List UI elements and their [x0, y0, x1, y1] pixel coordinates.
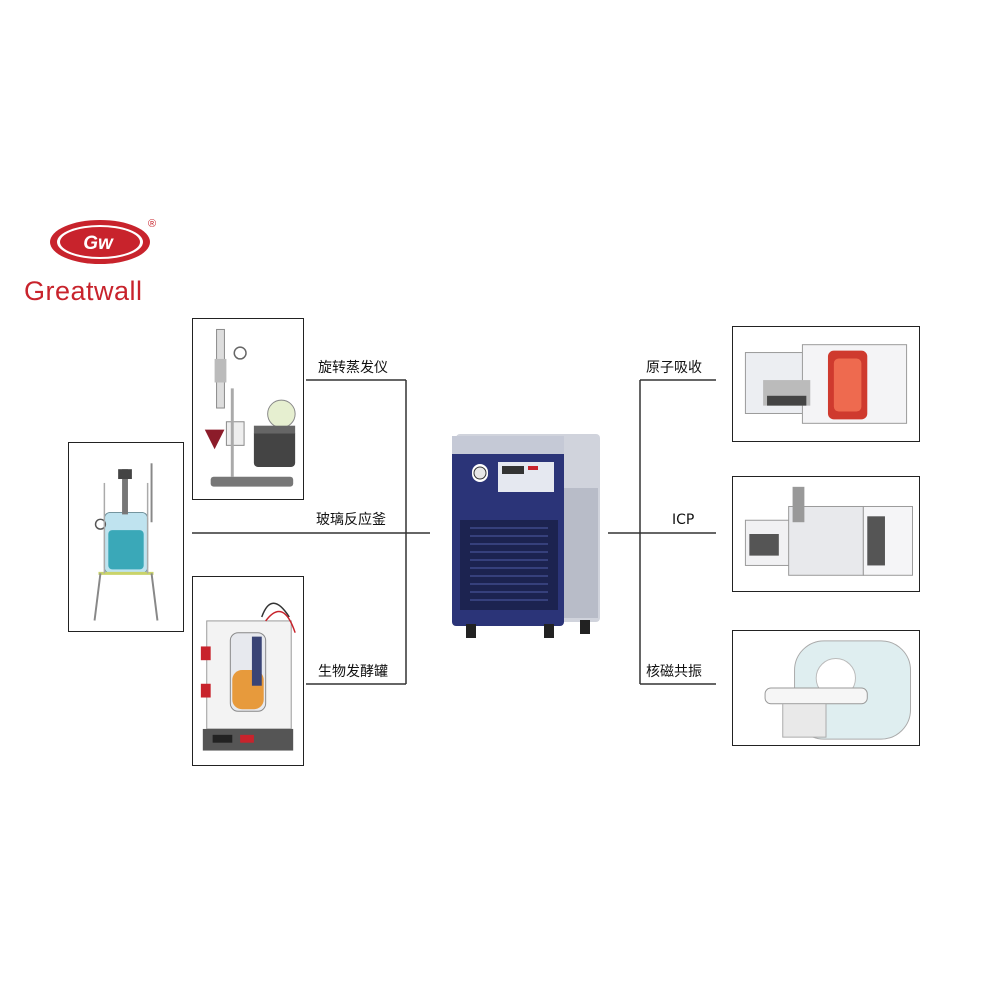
glass-reactor-image [68, 442, 184, 632]
atomic-absorption-image [732, 326, 920, 442]
rotary-evaporator-image [192, 318, 304, 500]
mri-scanner-icon [764, 640, 912, 740]
atomic-absorption-spectrometer-icon [744, 344, 908, 424]
fermenter-icon [200, 602, 296, 751]
rotary-evaporator-icon [204, 328, 296, 487]
bio-fermenter-image [192, 576, 304, 766]
label-glass-reactor: 玻璃反应釜 [316, 512, 386, 528]
label-nmr: 核磁共振 [646, 664, 702, 680]
brand-name: Greatwall [24, 276, 143, 306]
icp-spectrometer-icon [744, 486, 913, 576]
nmr-image [732, 630, 920, 746]
label-icp: ICP [672, 512, 695, 528]
label-rotary-evaporator: 旋转蒸发仪 [318, 360, 388, 376]
chiller-unit [440, 424, 600, 646]
registered-mark: ® [148, 218, 156, 230]
chiller-unit-icon [452, 434, 600, 638]
logo-mark: Gw [83, 233, 114, 254]
greatwall-logo-icon: Gw ® [50, 218, 156, 264]
label-atomic-absorption: 原子吸收 [646, 360, 702, 376]
icp-image [732, 476, 920, 592]
label-bio-fermenter: 生物发酵罐 [318, 664, 388, 680]
glass-reactor-icon [93, 463, 159, 621]
